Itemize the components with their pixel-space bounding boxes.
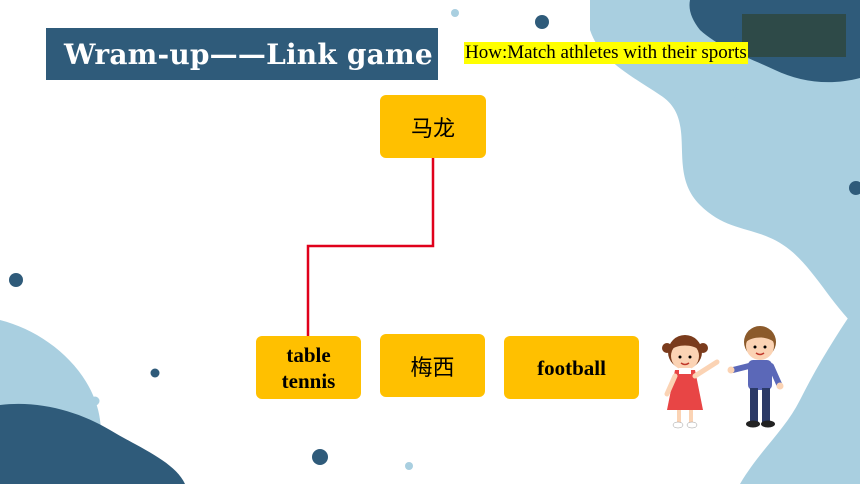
dot [312,449,328,465]
corner-box [742,14,846,57]
athlete-name: 梅西 [410,355,455,381]
sport-label-line1: table [286,342,331,367]
blob-top-right-light [590,0,860,330]
girl-figure [662,335,720,429]
boy-figure [727,326,784,428]
athlete-card-messi[interactable]: 梅西 [380,334,485,397]
dot [405,462,413,470]
dot [734,93,744,103]
athlete-card-ma-long[interactable]: 马龙 [380,95,486,158]
instruction-text: How:Match athletes with their sports [464,42,748,64]
dot [849,181,860,195]
blob-bottom-right-light [740,300,860,484]
title-banner: Wram-up——Link game [46,28,438,80]
sport-card-football[interactable]: football [504,336,639,399]
dot [90,396,100,406]
dot [535,15,549,29]
dot [150,368,160,378]
sport-card-table-tennis[interactable]: table tennis [256,336,361,399]
slide-title: Wram-up——Link game [64,37,433,71]
two-kids-illustration [662,326,784,429]
blob-bottom-left-dark [0,403,185,484]
sport-label-line2: tennis [281,368,336,393]
sport-label: football [537,355,606,380]
dot [451,9,459,17]
sport-label: table tennis [282,342,336,394]
dot [9,273,23,287]
athlete-name: 马龙 [410,116,455,142]
